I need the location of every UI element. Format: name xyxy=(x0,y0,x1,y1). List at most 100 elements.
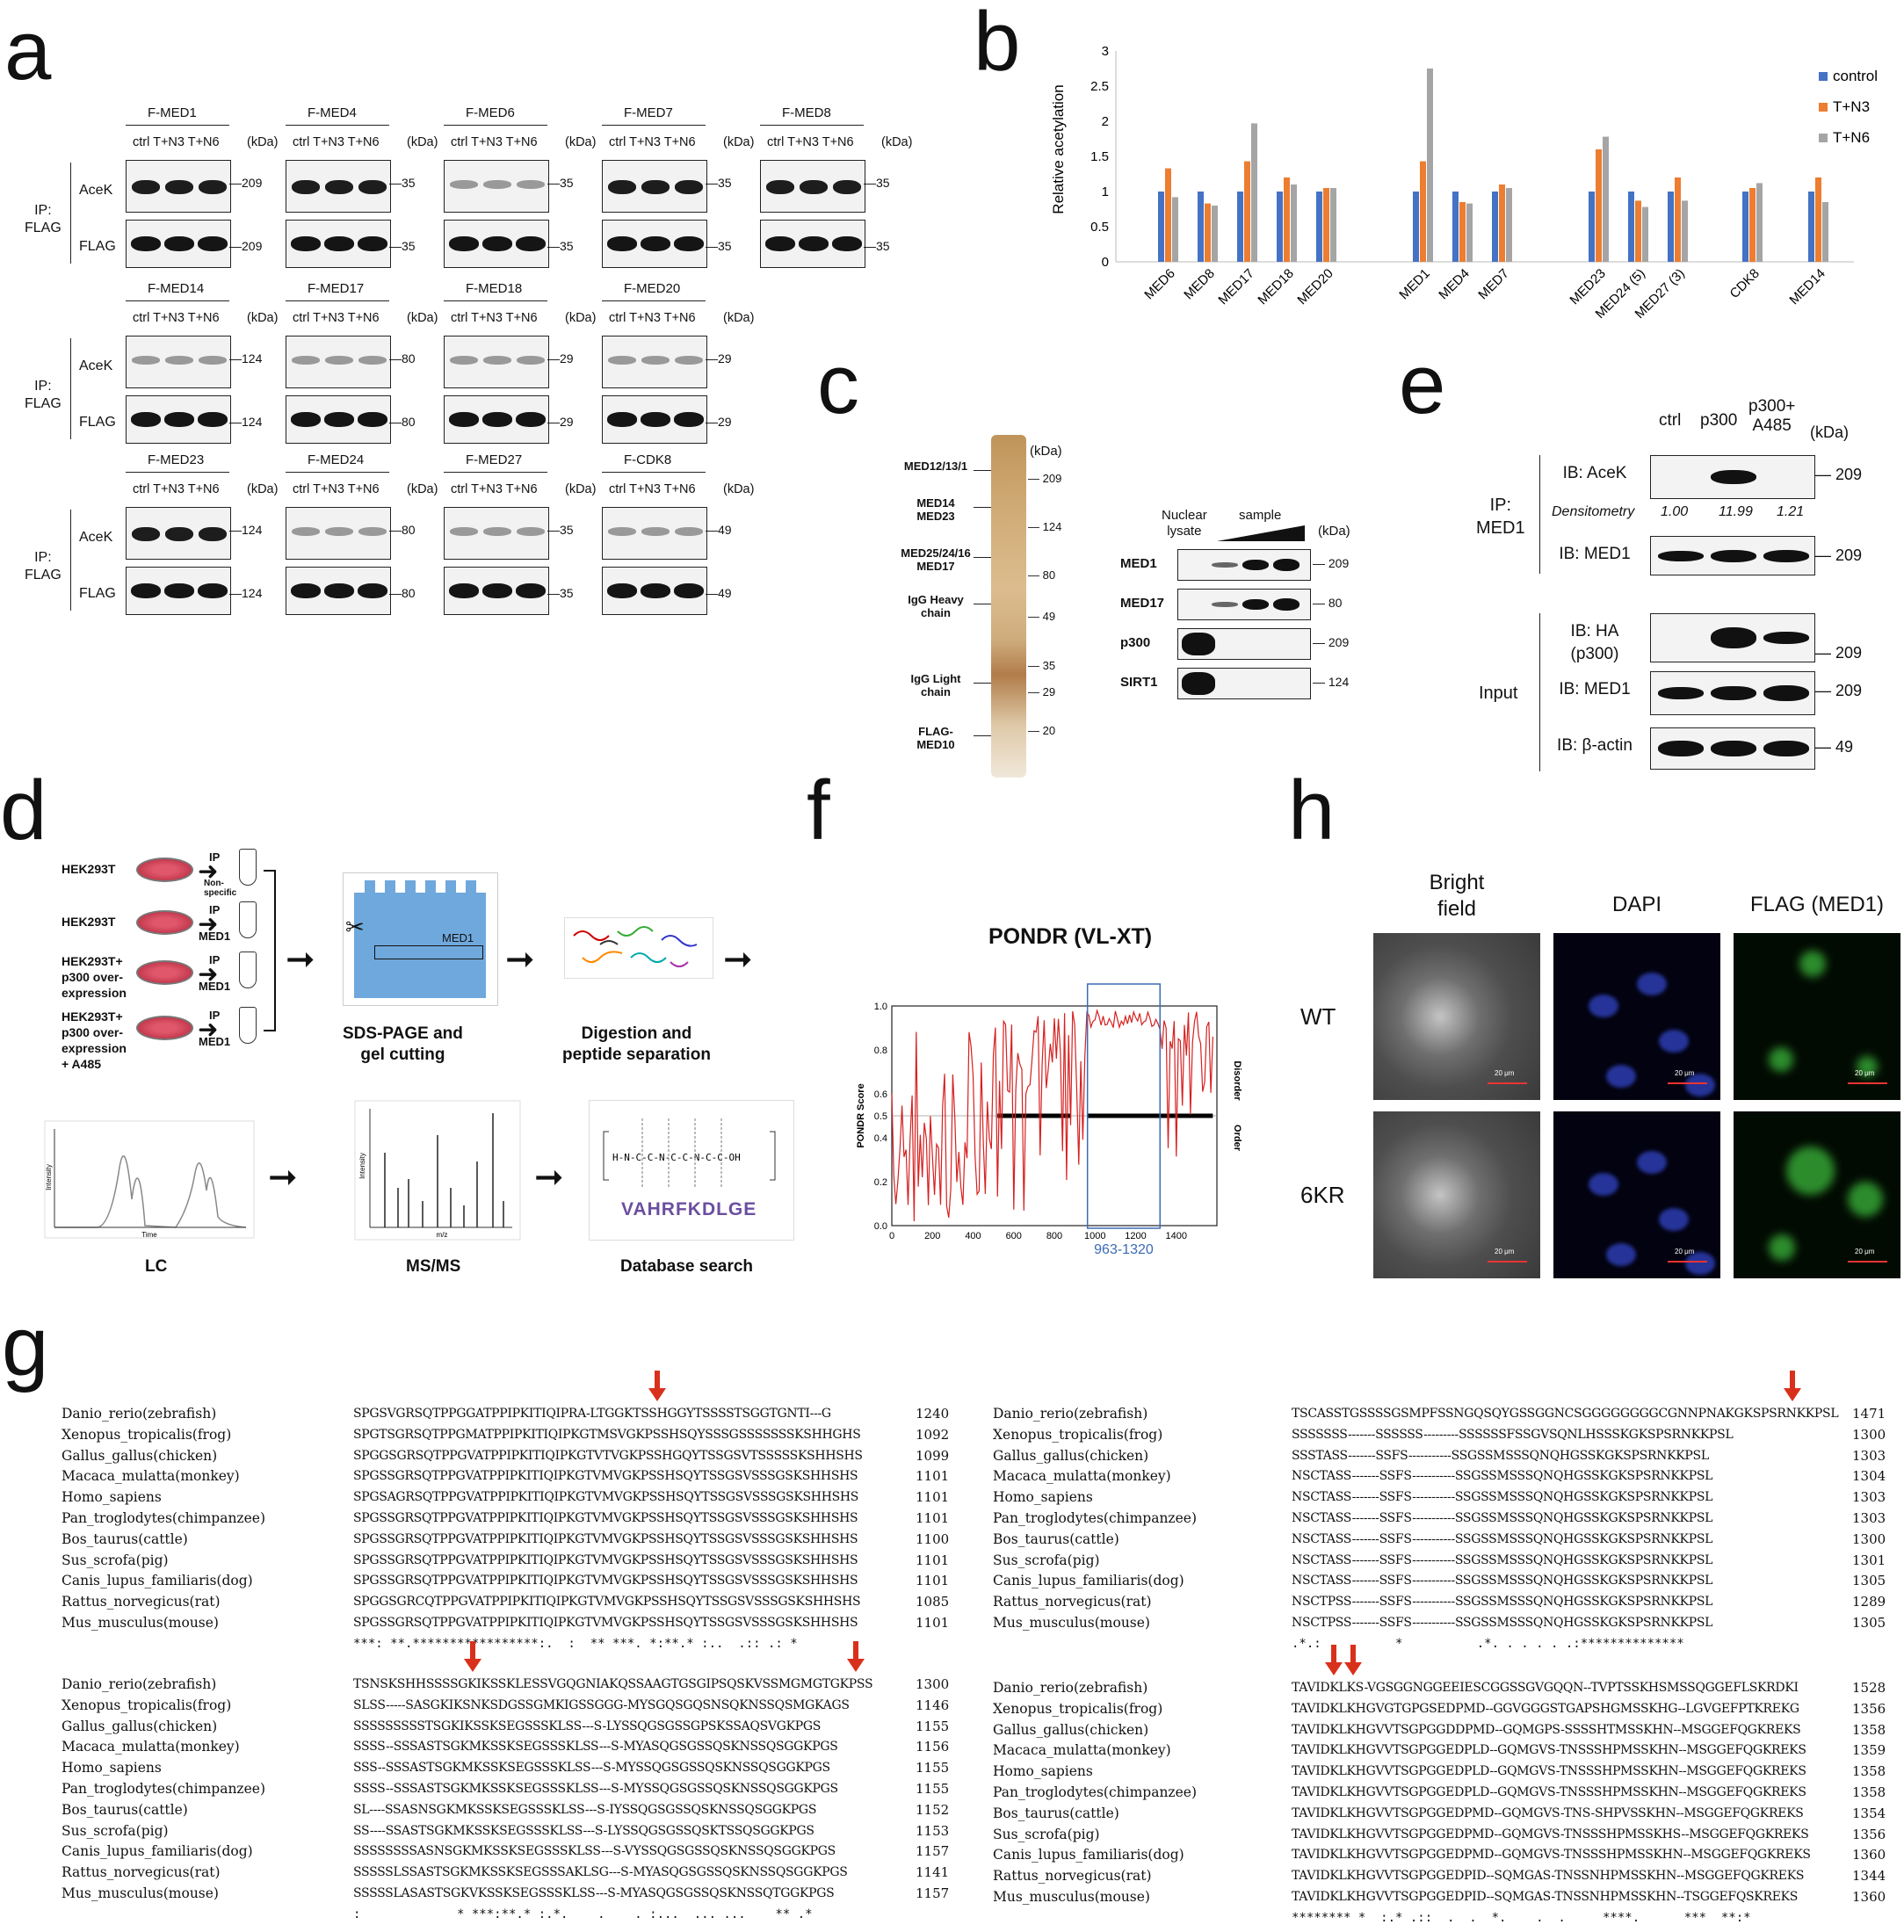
wb-blot xyxy=(1177,589,1311,620)
bar-T+N6-MED17 xyxy=(1251,123,1257,262)
flag-marker: —49 xyxy=(706,586,732,600)
bar-control-MED7 xyxy=(1492,192,1498,262)
legend-label-T+N3: T+N3 xyxy=(1833,98,1870,115)
aligned-sequence: SL----SSASNSGKMKSSKSEGSSSKLSS---S-IYSSQG… xyxy=(353,1802,817,1817)
bar-T+N3-CDK8 xyxy=(1749,188,1756,262)
bar-T+N3-MED8 xyxy=(1205,203,1211,262)
gel-band-label: IgG Heavy chain xyxy=(908,593,964,619)
band xyxy=(324,236,354,251)
aligned-sequence: TAVIDKLKHGVVTSGPGGEDPLD--GQMGVS-TNSSSHPM… xyxy=(1292,1764,1806,1779)
residue-number: 1305 xyxy=(1852,1573,1886,1589)
kda-label: (kDa) xyxy=(1810,423,1849,441)
y-tick-label: 2.5 xyxy=(1090,79,1109,94)
nucleus-blob xyxy=(1589,1173,1618,1196)
residue-number: 1155 xyxy=(916,1718,950,1734)
band xyxy=(1273,598,1299,611)
residue-number: 1152 xyxy=(916,1801,950,1818)
band xyxy=(1763,549,1809,562)
species-name: Canis_lupus_familiaris(dog) xyxy=(993,1573,1184,1589)
kda-label: (kDa) xyxy=(247,135,279,149)
conservation-line: : * ***:**.* :.*. . . :... ... ... ** .* xyxy=(353,1907,813,1921)
band xyxy=(164,412,194,427)
structure-formula: H-N-C-C-N-C-C-N-C-C-OH xyxy=(612,1152,741,1163)
input-label: Input xyxy=(1479,684,1518,703)
bar-T+N6-MED7 xyxy=(1506,188,1512,262)
species-name: Bos_taurus(cattle) xyxy=(993,1530,1119,1547)
species-name: Gallus_gallus(chicken) xyxy=(993,1447,1149,1464)
lane-label: ctrl xyxy=(1659,411,1682,430)
band xyxy=(1212,562,1238,568)
bar-T+N6-CDK8 xyxy=(1756,183,1763,262)
residue-number: 1360 xyxy=(1852,1847,1886,1863)
ip-arrow: ➜ xyxy=(198,857,219,885)
band xyxy=(607,583,637,598)
acek-row-label: AceK xyxy=(79,358,113,373)
peptide-line xyxy=(617,926,654,937)
panel-label-b: b xyxy=(974,0,1021,89)
species-name: Macaca_mulatta(monkey) xyxy=(62,1468,240,1485)
flag-marker: —80 xyxy=(389,415,416,429)
gel-well xyxy=(425,880,436,896)
scale-bar xyxy=(1488,1082,1527,1084)
arrow-shaft xyxy=(1331,1645,1336,1664)
brightfield-image: 20 μm xyxy=(1373,1111,1540,1278)
residue-number: 1305 xyxy=(1852,1615,1886,1631)
x-tick-label: MED18 xyxy=(1255,266,1296,308)
arrow-1: ➞ xyxy=(286,940,315,979)
species-name: Sus_scrofa(pig) xyxy=(62,1822,169,1839)
species-name: Mus_musculus(mouse) xyxy=(993,1889,1150,1905)
sample-gradient-triangle xyxy=(1217,525,1305,541)
peptide-sequence: VAHRFKDLGE xyxy=(621,1199,757,1219)
species-name: Rattus_norvegicus(rat) xyxy=(62,1864,221,1881)
msms-step-label: MS/MS xyxy=(406,1257,461,1276)
band xyxy=(132,180,160,194)
band xyxy=(165,527,193,541)
band xyxy=(641,180,670,194)
wb-row-label: MED1 xyxy=(1120,556,1157,571)
structure-bracket-left xyxy=(603,1131,609,1181)
acek-marker: —80 xyxy=(389,523,416,537)
nucleus-blob xyxy=(1589,995,1618,1017)
database-step-label: Database search xyxy=(620,1257,754,1276)
flag-med1-image: 20 μm xyxy=(1734,933,1900,1100)
band xyxy=(482,583,512,598)
arrow-head xyxy=(1344,1662,1362,1675)
flag-marker: —124 xyxy=(229,415,263,429)
peptide-line xyxy=(599,940,619,945)
species-name: Macaca_mulatta(monkey) xyxy=(62,1739,240,1755)
species-name: Canis_lupus_familiaris(dog) xyxy=(993,1847,1184,1863)
blot-header-line xyxy=(126,125,229,126)
bar-T+N6-MED14 xyxy=(1822,202,1828,262)
peptide-squiggles xyxy=(573,926,698,967)
y-tick-label: 0 xyxy=(1102,255,1109,270)
band xyxy=(358,527,387,536)
acek-marker: —35 xyxy=(547,523,574,537)
species-name: Danio_rerio(zebrafish) xyxy=(993,1680,1148,1696)
gel-marker: — 209 xyxy=(1028,472,1062,485)
x-tick-label: MED20 xyxy=(1294,266,1336,308)
structure-bracket-right xyxy=(770,1131,776,1181)
flag-blot xyxy=(760,220,865,268)
acek-marker: —49 xyxy=(706,523,732,537)
band xyxy=(674,583,704,598)
ip-label: IP xyxy=(209,903,221,916)
band xyxy=(1658,550,1704,561)
lane-labels: ctrl T+N3 T+N6 xyxy=(609,135,696,149)
x-tick-label: MED6 xyxy=(1141,266,1177,302)
blot-header-line xyxy=(602,300,706,301)
flag-row-label: FLAG xyxy=(79,586,116,601)
species-name: Mus_musculus(mouse) xyxy=(62,1885,219,1901)
species-name: Danio_rerio(zebrafish) xyxy=(993,1406,1148,1422)
residue-number: 1300 xyxy=(1852,1426,1886,1443)
scissors-icon: ✂ xyxy=(345,914,365,940)
band xyxy=(1273,559,1299,571)
band xyxy=(132,356,160,365)
aligned-sequence: SS----SSASTSGKMKSSKSEGSSSKLSS---S-LYSSQG… xyxy=(353,1823,814,1838)
lane-labels: ctrl T+N3 T+N6 xyxy=(133,135,220,149)
flag-blot xyxy=(444,395,549,444)
blot-header-line xyxy=(286,125,389,126)
kda-label: (kDa) xyxy=(565,135,597,149)
residue-number: 1101 xyxy=(916,1489,950,1506)
input-bracket xyxy=(1539,613,1540,771)
kda-label: (kDa) xyxy=(407,135,438,149)
